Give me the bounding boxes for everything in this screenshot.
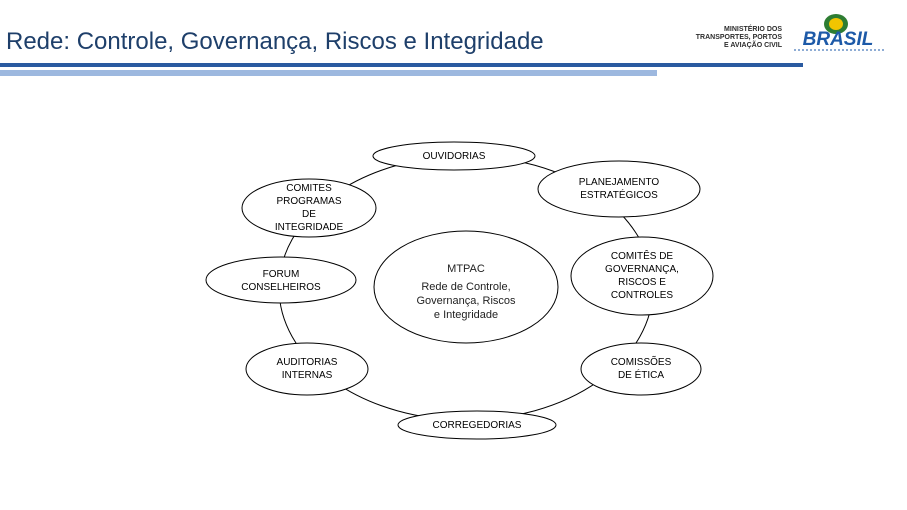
node-ouvidorias-line-1: OUVIDORIAS — [422, 151, 486, 162]
node-comites-integridade-label: COMITES PROGRAMAS DE INTEGRIDADE — [249, 182, 369, 234]
node-planejamento-label: PLANEJAMENTO ESTRATÉGICOS — [559, 176, 679, 202]
node-comissoes-shape — [580, 342, 702, 396]
node-planejamento-line-1: PLANEJAMENTO — [578, 177, 660, 188]
center-node-label: MTPAC Rede de Controle, Governança, Risc… — [386, 262, 546, 322]
brasil-logo-globe-center — [829, 18, 843, 30]
header-bar-dark — [0, 63, 803, 67]
node-comites-integridade-line-2: PROGRAMAS — [276, 196, 342, 207]
header-bar-light — [0, 70, 657, 76]
center-node-title: MTPAC — [447, 263, 485, 275]
center-node-line-2: Governança, Riscos — [416, 295, 516, 307]
node-forum-line-1: FORUM — [262, 269, 300, 280]
node-comites-integridade-line-3: DE — [302, 209, 316, 220]
node-comissoes-line-1: COMISSÕES — [610, 357, 672, 368]
node-planejamento-line-2: ESTRATÉGICOS — [580, 190, 658, 201]
page-title: Rede: Controle, Governança, Riscos e Int… — [6, 28, 544, 55]
node-corregedorias-label: CORREGEDORIAS — [417, 419, 537, 432]
node-comites-integridade-line-1: COMITES — [286, 183, 332, 194]
node-auditorias-line-2: INTERNAS — [281, 370, 333, 381]
node-comites-governanca-line-3: RISCOS E — [618, 277, 666, 288]
node-comites-governanca-label: COMITÊS DE GOVERNANÇA, RISCOS E CONTROLE… — [582, 250, 702, 302]
node-comites-governanca-line-4: CONTROLES — [610, 290, 674, 301]
center-node-shape — [373, 230, 559, 344]
node-comites-governanca-line-2: GOVERNANÇA, — [605, 264, 679, 275]
node-corregedorias-line-1: CORREGEDORIAS — [432, 420, 522, 431]
ministry-line-2: TRANSPORTES, PORTOS — [695, 34, 782, 41]
node-comissoes-line-2: DE ÉTICA — [617, 370, 665, 381]
node-planejamento-shape — [537, 160, 701, 218]
node-auditorias-line-1: AUDITORIAS — [276, 357, 338, 368]
ministry-line-1: MINISTÉRIO DOS — [724, 26, 782, 33]
ministry-logo-text: MINISTÉRIO DOS TRANSPORTES, PORTOS E AVI… — [676, 26, 782, 50]
center-node-line-3: e Integridade — [433, 309, 499, 321]
brasil-logo: BRASIL — [794, 14, 886, 51]
node-ouvidorias-label: OUVIDORIAS — [394, 150, 514, 163]
node-auditorias-label: AUDITORIAS INTERNAS — [247, 356, 367, 382]
node-comites-integridade-shape — [241, 178, 377, 238]
node-comites-governanca-shape — [570, 236, 714, 316]
node-forum-label: FORUM CONSELHEIROS — [221, 268, 341, 294]
node-comites-integridade-line-4: INTEGRIDADE — [274, 222, 344, 233]
ministry-line-3: E AVIAÇÃO CIVIL — [724, 42, 782, 49]
node-comites-governanca-line-1: COMITÊS DE — [610, 251, 674, 262]
node-comissoes-label: COMISSÕES DE ÉTICA — [581, 356, 701, 382]
node-forum-line-2: CONSELHEIROS — [241, 282, 321, 293]
brasil-logo-wordmark: BRASIL — [803, 29, 874, 50]
node-ouvidorias-shape — [372, 141, 536, 171]
center-node-line-1: Rede de Controle, — [421, 281, 511, 293]
node-auditorias-shape — [245, 342, 369, 396]
node-corregedorias-shape — [397, 410, 557, 440]
node-forum-shape — [205, 256, 357, 304]
